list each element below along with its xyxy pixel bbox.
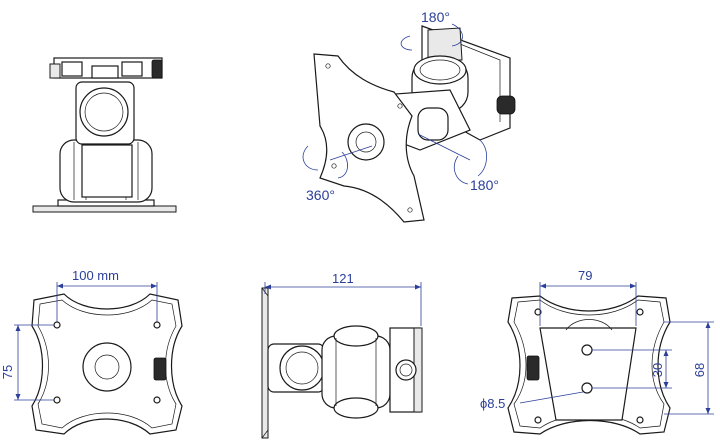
rotation-tilt-label: 180° xyxy=(470,177,499,193)
wall-hole-bottom xyxy=(581,382,593,394)
wall-plate-center-panel xyxy=(539,327,637,421)
vesa-width-label: 100 mm xyxy=(72,268,119,283)
wall-hole-top xyxy=(581,344,593,356)
side-arm-joint xyxy=(279,345,325,391)
wall-slot-br xyxy=(636,416,644,424)
wall-height-label: 68 xyxy=(692,363,707,377)
wall-width-label: 79 xyxy=(578,268,592,283)
side-length-label: 121 xyxy=(332,271,354,286)
vesa-hole-tr xyxy=(153,321,161,329)
front-view xyxy=(32,57,177,213)
wall-hole-diameter-label: ϕ8.5 xyxy=(480,396,505,411)
side-knuckle xyxy=(321,335,391,409)
front-arm-joint xyxy=(79,87,129,137)
vesa-hole-tl xyxy=(53,321,61,329)
side-tilt-knob xyxy=(395,359,417,381)
vesa-plate-view: 100 mm 75 xyxy=(0,268,183,435)
rotation-plate-label: 360° xyxy=(306,187,335,203)
side-vesa-plate xyxy=(261,287,269,439)
front-knuckle-core xyxy=(81,144,133,198)
vesa-hub-outer xyxy=(82,342,132,392)
vesa-height-label: 75 xyxy=(0,365,15,379)
perspective-view: 180° 180° 360° xyxy=(302,9,516,223)
side-view: 121 xyxy=(261,271,423,439)
wall-hole-spacing-label: 30 xyxy=(650,363,665,377)
wall-slot-bl xyxy=(534,416,542,424)
front-knob xyxy=(151,59,163,79)
wall-side-knob xyxy=(526,355,540,381)
vesa-hub-inner xyxy=(94,354,120,380)
rotation-top-label: 180° xyxy=(421,9,450,25)
wall-slot-tr xyxy=(636,308,644,316)
front-base-plate xyxy=(32,205,177,213)
persp-plate-hub xyxy=(347,123,385,161)
vesa-side-knob xyxy=(153,357,167,381)
wall-slot-tl xyxy=(534,308,542,316)
wall-plate-view: 79 68 30 ϕ8.5 xyxy=(480,268,714,435)
vesa-hole-br xyxy=(153,396,161,404)
vesa-hole-bl xyxy=(53,396,61,404)
persp-tilt-knob xyxy=(496,95,516,115)
